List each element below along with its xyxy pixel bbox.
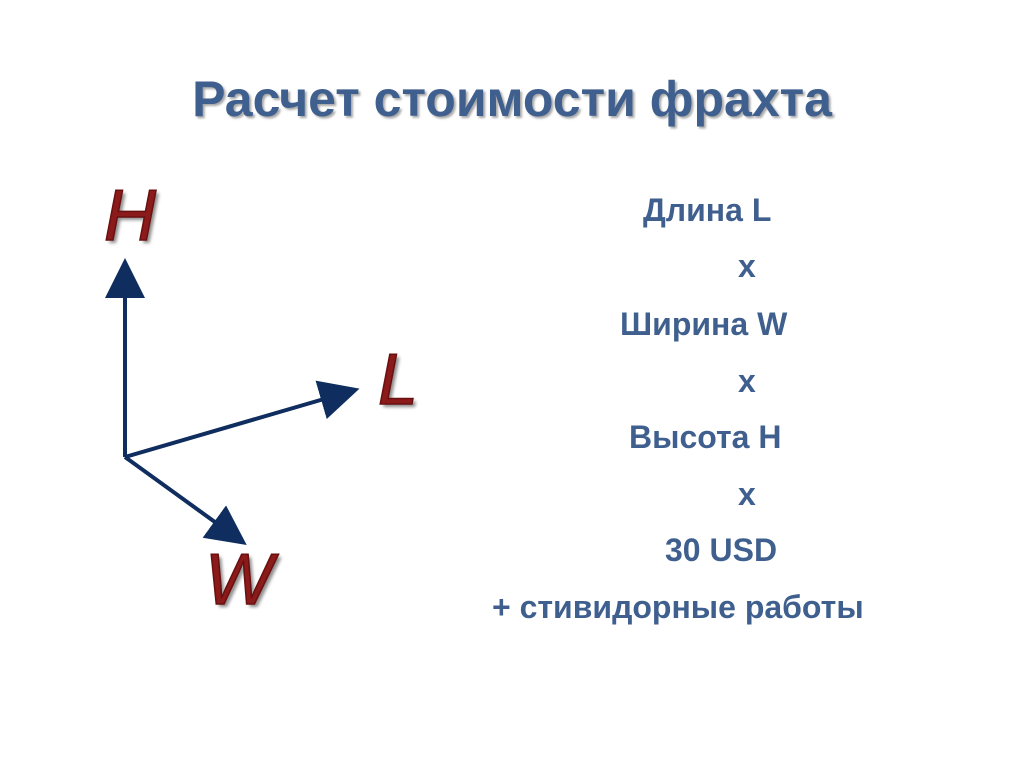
formula-times-1: x (738, 248, 756, 284)
h-axis-label: H (103, 176, 157, 256)
formula-extra: + стивидорные работы (492, 589, 864, 625)
l-axis-label: L (377, 340, 419, 420)
formula-rate: 30 USD (665, 532, 778, 568)
l-axis-arrow (124, 380, 360, 459)
formula-times-3: x (738, 476, 756, 512)
formula-width: Ширина W (620, 306, 788, 342)
slide-title: Расчет стоимости фрахта (192, 71, 832, 127)
formula-times-2: x (738, 363, 756, 399)
formula-length: Длина L (643, 192, 772, 228)
w-axis-arrow (123, 455, 247, 546)
w-axis-label: W (204, 540, 273, 620)
formula-height: Высота Н (629, 419, 782, 455)
